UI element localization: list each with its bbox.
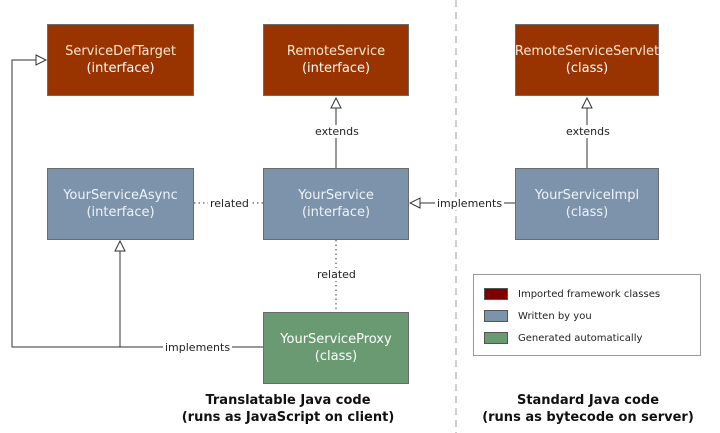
related-label-proxy: related: [315, 268, 358, 281]
your-service-proxy-box: YourServiceProxy (class): [263, 312, 409, 384]
box-kind: (interface): [301, 61, 371, 76]
remote-service-servlet-box: RemoteServiceServlet (class): [515, 24, 659, 96]
service-def-target-box: ServiceDefTarget (interface): [47, 24, 194, 96]
legend-swatch-written: [484, 310, 508, 322]
box-kind: (interface): [86, 205, 155, 220]
box-name: YourServiceImpl: [534, 188, 640, 203]
legend-swatch-framework: [484, 288, 508, 300]
client-caption-line1: Translatable Java code: [205, 393, 371, 408]
extends-label-remote-service: extends: [313, 125, 361, 138]
client-caption-line2: (runs as JavaScript on client): [181, 410, 395, 425]
edge-implements-service-def-target: [11, 60, 263, 348]
box-name: YourServiceProxy: [280, 332, 392, 347]
box-name: RemoteService: [286, 44, 386, 59]
box-kind: (interface): [86, 61, 155, 76]
server-caption-line2: (runs as bytecode on server): [482, 410, 694, 425]
client-caption: Translatable Java code (runs as JavaScri…: [118, 392, 458, 426]
your-service-async-box: YourServiceAsync (interface): [47, 168, 194, 240]
server-caption-line1: Standard Java code: [516, 393, 660, 408]
box-kind: (class): [314, 349, 358, 364]
remote-service-box: RemoteService (interface): [263, 24, 409, 96]
box-kind: (interface): [301, 205, 371, 220]
legend-item-generated: Generated automatically: [484, 330, 642, 346]
legend-label-written: Written by you: [518, 310, 592, 322]
legend-label-generated: Generated automatically: [518, 332, 643, 344]
box-name: RemoteServiceServlet: [514, 44, 660, 59]
box-kind: (class): [565, 61, 609, 76]
legend-item-framework: Imported framework classes: [484, 286, 660, 302]
legend-label-framework: Imported framework classes: [518, 288, 661, 300]
legend: Imported framework classes Written by yo…: [473, 274, 701, 356]
server-caption: Standard Java code (runs as bytecode on …: [468, 392, 708, 426]
box-kind: (class): [565, 205, 609, 220]
your-service-impl-box: YourServiceImpl (class): [515, 168, 659, 240]
box-name: YourService: [298, 188, 374, 203]
legend-item-written: Written by you: [484, 308, 592, 324]
box-name: YourServiceAsync: [63, 188, 178, 203]
extends-label-servlet: extends: [564, 125, 612, 138]
related-label-async: related: [208, 197, 251, 210]
box-name: ServiceDefTarget: [65, 44, 176, 59]
implements-label-impl: implements: [435, 197, 505, 210]
your-service-box: YourService (interface): [263, 168, 409, 240]
implements-label-proxy: implements: [163, 341, 233, 354]
legend-swatch-generated: [484, 332, 508, 344]
